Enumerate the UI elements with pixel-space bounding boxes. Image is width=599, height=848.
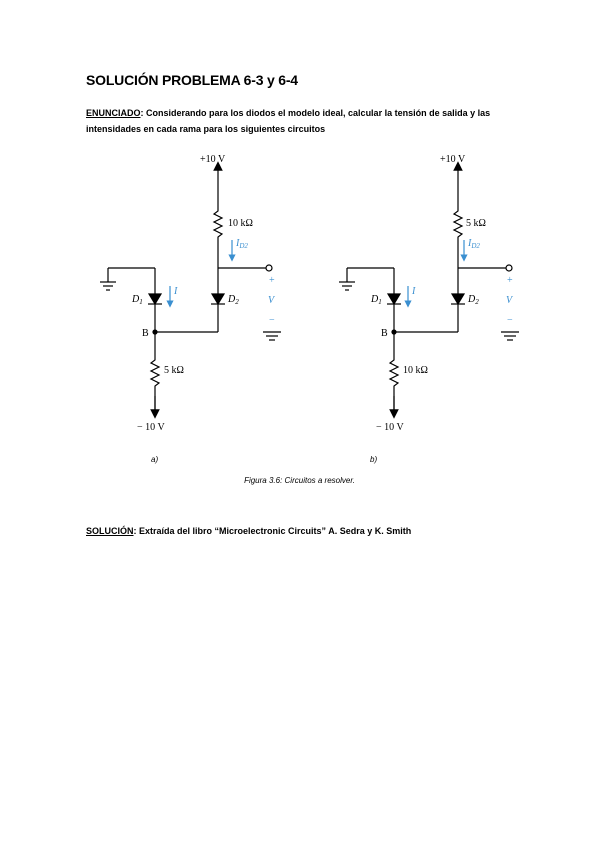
out-minus-a: − [269, 315, 275, 326]
resistor-bottom-a [149, 332, 161, 410]
diode2-label-b: D2 [467, 294, 479, 306]
supply-bottom-label-a: − 10 V [137, 422, 165, 433]
solution-line: SOLUCIÓN: Extraída del libro “Microelect… [86, 526, 411, 536]
supply-top-label-b: +10 V [440, 154, 466, 165]
figure-caption: Figura 3.6: Circuitos a resolver. [244, 476, 355, 485]
problem-statement: ENUNCIADO: Considerando para los diodos … [86, 105, 526, 137]
current-d2-label-a: ID2 [235, 238, 248, 250]
current-i-label-a: I [173, 286, 178, 297]
output-terminal-b [505, 264, 513, 272]
resistor-bottom-label-b: 10 kΩ [403, 365, 428, 376]
resistor-bottom-b [388, 332, 400, 410]
ground-left-a [100, 281, 116, 291]
out-plus-b: + [507, 275, 513, 286]
out-minus-b: − [507, 315, 513, 326]
supply-bottom-label-b: − 10 V [376, 422, 404, 433]
node-b-label-b: B [381, 328, 388, 339]
diode-d1-b [386, 293, 402, 306]
solution-label: SOLUCIÓN [86, 526, 134, 536]
circuit-a-labels: +10 V 10 kΩ ID2 D2 D1 I B + V − 5 kΩ − 1… [131, 154, 276, 464]
statement-label: ENUNCIADO [86, 108, 141, 118]
node-b-label-a: B [142, 328, 149, 339]
circuit-b-labels: +10 V 5 kΩ ID2 D2 D1 I B + V − 10 kΩ − 1… [370, 154, 514, 464]
statement-text: : Considerando para los diodos el modelo… [86, 108, 491, 134]
diode-d2-b [450, 293, 466, 306]
diode2-label-a: D2 [227, 294, 239, 306]
out-v-a: V [268, 295, 276, 306]
circuit-b-letter: b) [370, 455, 377, 464]
current-d2-label-b: ID2 [467, 238, 480, 250]
diode1-label-a: D1 [131, 294, 143, 306]
current-i-label-b: I [411, 286, 416, 297]
diode-d2-a [210, 293, 226, 306]
resistor-top-label-b: 5 kΩ [466, 218, 486, 229]
ground-left-b [339, 281, 355, 291]
resistor-bottom-label-a: 5 kΩ [164, 365, 184, 376]
solution-text: : Extraída del libro “Microelectronic Ci… [133, 526, 412, 536]
output-terminal-a [265, 264, 273, 272]
resistor-top-a [212, 208, 224, 268]
out-plus-a: + [269, 275, 275, 286]
circuit-a [100, 161, 281, 419]
ground-output-b [501, 331, 519, 341]
resistor-top-label-a: 10 kΩ [228, 218, 253, 229]
circuit-a-letter: a) [151, 455, 158, 464]
page-title: SOLUCIÓN PROBLEMA 6-3 y 6-4 [86, 72, 298, 88]
resistor-top-b [452, 208, 464, 268]
out-v-b: V [506, 295, 514, 306]
circuit-b [339, 161, 519, 419]
diode1-label-b: D1 [370, 294, 382, 306]
circuit-figure: +10 V 10 kΩ ID2 D2 D1 I B + V − 5 kΩ − 1… [100, 154, 519, 464]
ground-output-a [263, 331, 281, 341]
supply-top-label-a: +10 V [200, 154, 226, 165]
diode-d1-a [147, 293, 163, 306]
